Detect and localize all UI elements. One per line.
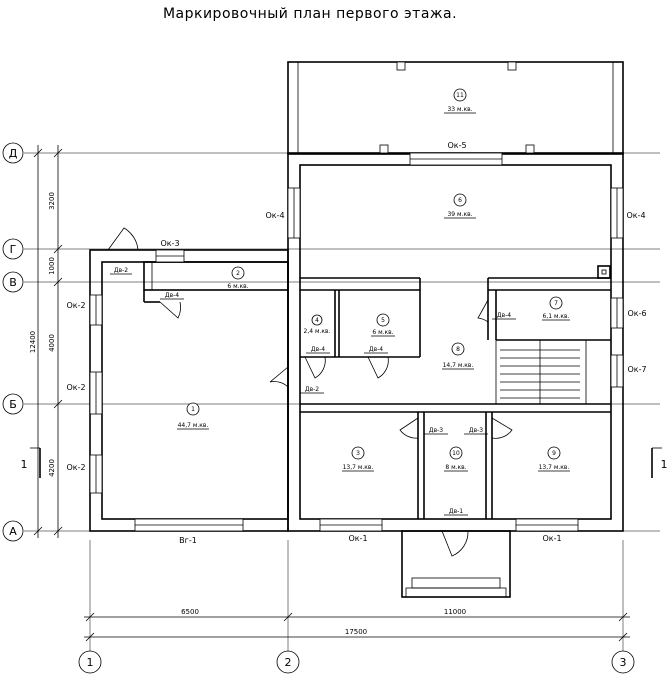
- svg-text:8 м.кв.: 8 м.кв.: [445, 464, 466, 471]
- svg-text:6 м.кв.: 6 м.кв.: [372, 329, 393, 336]
- svg-text:4: 4: [315, 317, 319, 324]
- label-dv3-left: Дв-3: [429, 427, 443, 434]
- room-label-6: 6 39 м.кв.: [444, 193, 476, 219]
- svg-text:44,7 м.кв.: 44,7 м.кв.: [178, 422, 209, 429]
- svg-text:11: 11: [456, 92, 464, 99]
- label-dv3-right: Дв-3: [469, 427, 483, 434]
- label-ok1-left: Ок-1: [348, 534, 367, 543]
- svg-text:14,7 м.кв.: 14,7 м.кв.: [443, 362, 474, 369]
- room-label-4: 4 2,4 м.кв.: [304, 314, 331, 335]
- svg-text:Г: Г: [10, 243, 17, 256]
- left-dimensions: 3200 1000 4000 4200 12400: [29, 145, 63, 538]
- room-label-1: 1 44,7 м.кв.: [177, 402, 209, 430]
- grid-lines: [24, 152, 660, 652]
- label-dv4-room7: Дв-4: [497, 312, 511, 319]
- svg-text:2,4 м.кв.: 2,4 м.кв.: [304, 328, 331, 335]
- label-ok7: Ок-7: [627, 365, 646, 374]
- svg-text:1: 1: [191, 406, 195, 413]
- svg-text:2: 2: [236, 270, 240, 277]
- svg-text:4000: 4000: [48, 334, 56, 352]
- svg-text:4200: 4200: [48, 459, 56, 477]
- svg-text:Д: Д: [9, 147, 18, 160]
- room-label-9: 9 13,7 м.кв.: [538, 446, 570, 472]
- svg-text:Б: Б: [9, 398, 17, 411]
- svg-text:1: 1: [87, 656, 94, 669]
- label-dv2-top: Дв-2: [114, 267, 128, 274]
- section-marks: 1 1: [21, 447, 668, 478]
- label-ok2-2: Ок-2: [66, 383, 85, 392]
- svg-text:В: В: [9, 276, 17, 289]
- svg-text:9: 9: [552, 450, 556, 457]
- svg-text:6,1 м.кв.: 6,1 м.кв.: [543, 313, 570, 320]
- room-label-7: 7 6,1 м.кв.: [542, 296, 570, 321]
- svg-text:1000: 1000: [48, 257, 56, 275]
- plan-title: Маркировочный план первого этажа.: [163, 6, 457, 22]
- svg-text:5: 5: [381, 317, 385, 324]
- svg-text:1: 1: [21, 458, 28, 471]
- svg-text:10: 10: [452, 450, 460, 457]
- walls: [89, 61, 624, 598]
- svg-text:8: 8: [456, 346, 460, 353]
- svg-text:6500: 6500: [181, 608, 199, 616]
- opening-labels: Ок-5 Ок-4 Ок-4 Ок-3 Дв-2 Дв-4 Ок-2 Ок-2 …: [66, 141, 646, 545]
- svg-text:6: 6: [458, 197, 462, 204]
- label-ok2-1: Ок-2: [66, 301, 85, 310]
- svg-text:1: 1: [661, 458, 668, 471]
- axis-markers-letters: Д Г В Б А: [2, 142, 24, 542]
- svg-text:13,7 м.кв.: 13,7 м.кв.: [539, 464, 570, 471]
- label-vg1: Вг-1: [179, 536, 197, 545]
- axis-markers-numbers: 1 2 3: [78, 650, 635, 674]
- svg-text:6 м.кв.: 6 м.кв.: [227, 283, 248, 290]
- bottom-dimensions: 6500 11000 17500: [84, 608, 630, 642]
- room-label-2: 2 6 м.кв.: [226, 266, 250, 291]
- label-dv4-room4: Дв-4: [311, 346, 325, 353]
- svg-text:3: 3: [620, 656, 627, 669]
- label-ok4-right: Ок-4: [626, 211, 645, 220]
- label-ok6: Ок-6: [627, 309, 646, 318]
- room-label-3: 3 13,7 м.кв.: [342, 446, 374, 472]
- svg-text:12400: 12400: [29, 331, 37, 353]
- svg-text:2: 2: [285, 656, 292, 669]
- room-label-5: 5 6 м.кв.: [371, 313, 395, 337]
- room-label-8: 8 14,7 м.кв.: [442, 342, 474, 370]
- svg-text:А: А: [9, 525, 17, 538]
- svg-text:39 м.кв.: 39 м.кв.: [447, 211, 472, 218]
- label-dv4-corridor: Дв-4: [165, 292, 179, 299]
- room-label-11: 11 33 м.кв.: [444, 88, 476, 114]
- svg-text:13,7 м.кв.: 13,7 м.кв.: [343, 464, 374, 471]
- windows: [89, 61, 624, 532]
- label-ok3: Ок-3: [160, 239, 179, 248]
- room-label-10: 10 8 м.кв.: [444, 446, 468, 472]
- svg-text:33 м.кв.: 33 м.кв.: [447, 106, 472, 113]
- label-ok1-right: Ок-1: [542, 534, 561, 543]
- door-swings: [107, 227, 513, 557]
- label-dv1: Дв-1: [449, 508, 463, 515]
- svg-text:17500: 17500: [345, 628, 367, 636]
- label-ok5: Ок-5: [447, 141, 466, 150]
- svg-text:3: 3: [356, 450, 360, 457]
- svg-text:11000: 11000: [444, 608, 466, 616]
- label-dv4-room5: Дв-4: [369, 346, 383, 353]
- svg-text:7: 7: [554, 300, 558, 307]
- svg-text:3200: 3200: [48, 192, 56, 210]
- room-labels: 11 33 м.кв. 6 39 м.кв. 2 6 м.кв. 4 2,4 м…: [177, 88, 570, 472]
- label-ok2-3: Ок-2: [66, 463, 85, 472]
- label-dv2-side: Дв-2: [305, 386, 319, 393]
- label-ok4-left: Ок-4: [265, 211, 284, 220]
